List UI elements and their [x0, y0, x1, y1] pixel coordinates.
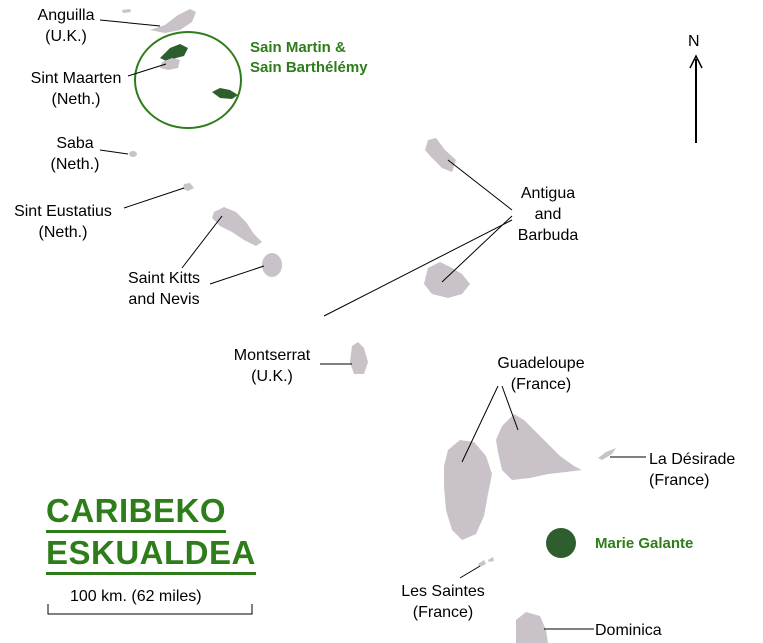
leader-antigua [441, 215, 513, 283]
label-sint-maarten-country: (Neth.) [51, 91, 101, 108]
island-barbuda [425, 138, 456, 172]
label-sint-eustatius-name: Sint Eustatius [14, 203, 112, 220]
island-nevis [262, 253, 282, 277]
island-montserrat [350, 342, 368, 374]
leader-guadeloupe-right [501, 385, 519, 431]
label-saint-martin-line2: Sain Barthélémy [250, 59, 368, 76]
label-marie-galante: Marie Galante [595, 533, 693, 554]
label-saint-kitts-line2: and Nevis [128, 291, 200, 308]
label-saint-kitts: Saint Kitts and Nevis [116, 268, 212, 310]
label-antigua-line1: Antigua [520, 185, 576, 202]
island-basse-terre [444, 440, 492, 540]
compass-north-label: N [688, 33, 700, 50]
north-arrow-head [689, 54, 703, 69]
label-sint-eustatius-country: (Neth.) [38, 224, 88, 241]
leader-guadeloupe-left [461, 385, 499, 463]
leader-sint-maarten [127, 63, 167, 77]
label-montserrat: Montserrat (U.K.) [224, 345, 320, 387]
label-saba-country: (Neth.) [50, 156, 100, 173]
label-saba: Saba (Neth.) [40, 133, 110, 175]
label-anguilla-country: (U.K.) [45, 28, 87, 45]
islet-anguilla-west [122, 9, 131, 13]
label-guadeloupe-country: (France) [510, 376, 572, 393]
island-grande-terre [496, 414, 582, 480]
map-title-line1: CARIBEKO [46, 493, 227, 533]
label-sint-eustatius: Sint Eustatius (Neth.) [4, 201, 122, 243]
island-les-saintes [478, 557, 494, 567]
label-sint-maarten: Sint Maarten (Neth.) [20, 68, 132, 110]
leader-les-saintes [459, 565, 481, 579]
label-dominica-name: Dominica [595, 622, 662, 639]
label-les-saintes-name: Les Saintes [401, 583, 485, 600]
label-montserrat-name: Montserrat [233, 347, 311, 364]
scale-bar [47, 604, 253, 615]
label-marie-galante-name: Marie Galante [595, 535, 694, 552]
island-dominica [516, 612, 548, 643]
label-la-desirade-name: La Désirade [649, 451, 736, 468]
leader-anguilla [99, 19, 161, 27]
label-sint-maarten-name: Sint Maarten [30, 70, 122, 87]
island-saba [129, 151, 137, 157]
label-dominica: Dominica [595, 620, 662, 641]
label-la-desirade: La Désirade (France) [649, 449, 735, 491]
label-saint-martin-line1: Sain Martin & [250, 39, 346, 56]
island-la-desirade [598, 448, 616, 460]
island-sint-eustatius [183, 183, 194, 191]
label-la-desirade-country: (France) [649, 472, 710, 489]
label-saint-kitts-line1: Saint Kitts [127, 270, 201, 287]
leader-saba [99, 149, 129, 155]
island-marie-galante [546, 528, 576, 558]
saint-martin-circle [134, 31, 242, 129]
island-antigua [424, 262, 470, 298]
label-guadeloupe: Guadeloupe (France) [484, 353, 598, 395]
label-saba-name: Saba [56, 135, 94, 152]
island-saint-kitts [212, 207, 262, 246]
island-saint-barthelemy [212, 88, 238, 99]
label-antigua: Antigua and Barbuda [504, 183, 592, 246]
leader-montserrat-antigua [323, 219, 513, 317]
label-montserrat-country: (U.K.) [251, 368, 293, 385]
label-les-saintes: Les Saintes (France) [392, 581, 494, 623]
scale-label: 100 km. (62 miles) [70, 588, 202, 605]
label-guadeloupe-name: Guadeloupe [497, 355, 585, 372]
label-anguilla-name: Anguilla [37, 7, 95, 24]
label-les-saintes-country: (France) [412, 604, 474, 621]
label-saint-martin: Sain Martin & Sain Barthélémy [250, 38, 368, 78]
island-anguilla [150, 9, 196, 33]
leader-barbuda [447, 159, 513, 211]
island-saint-martin [160, 44, 188, 62]
map-title-line2: ESKUALDEA [46, 535, 256, 575]
label-anguilla: Anguilla (U.K.) [28, 5, 104, 47]
leader-saint-kitts [181, 215, 223, 269]
leader-sint-eustatius [123, 187, 185, 209]
leader-nevis [209, 265, 265, 285]
island-sint-maarten [160, 58, 180, 70]
label-antigua-line2: and [534, 206, 562, 223]
label-antigua-line3: Barbuda [517, 227, 579, 244]
